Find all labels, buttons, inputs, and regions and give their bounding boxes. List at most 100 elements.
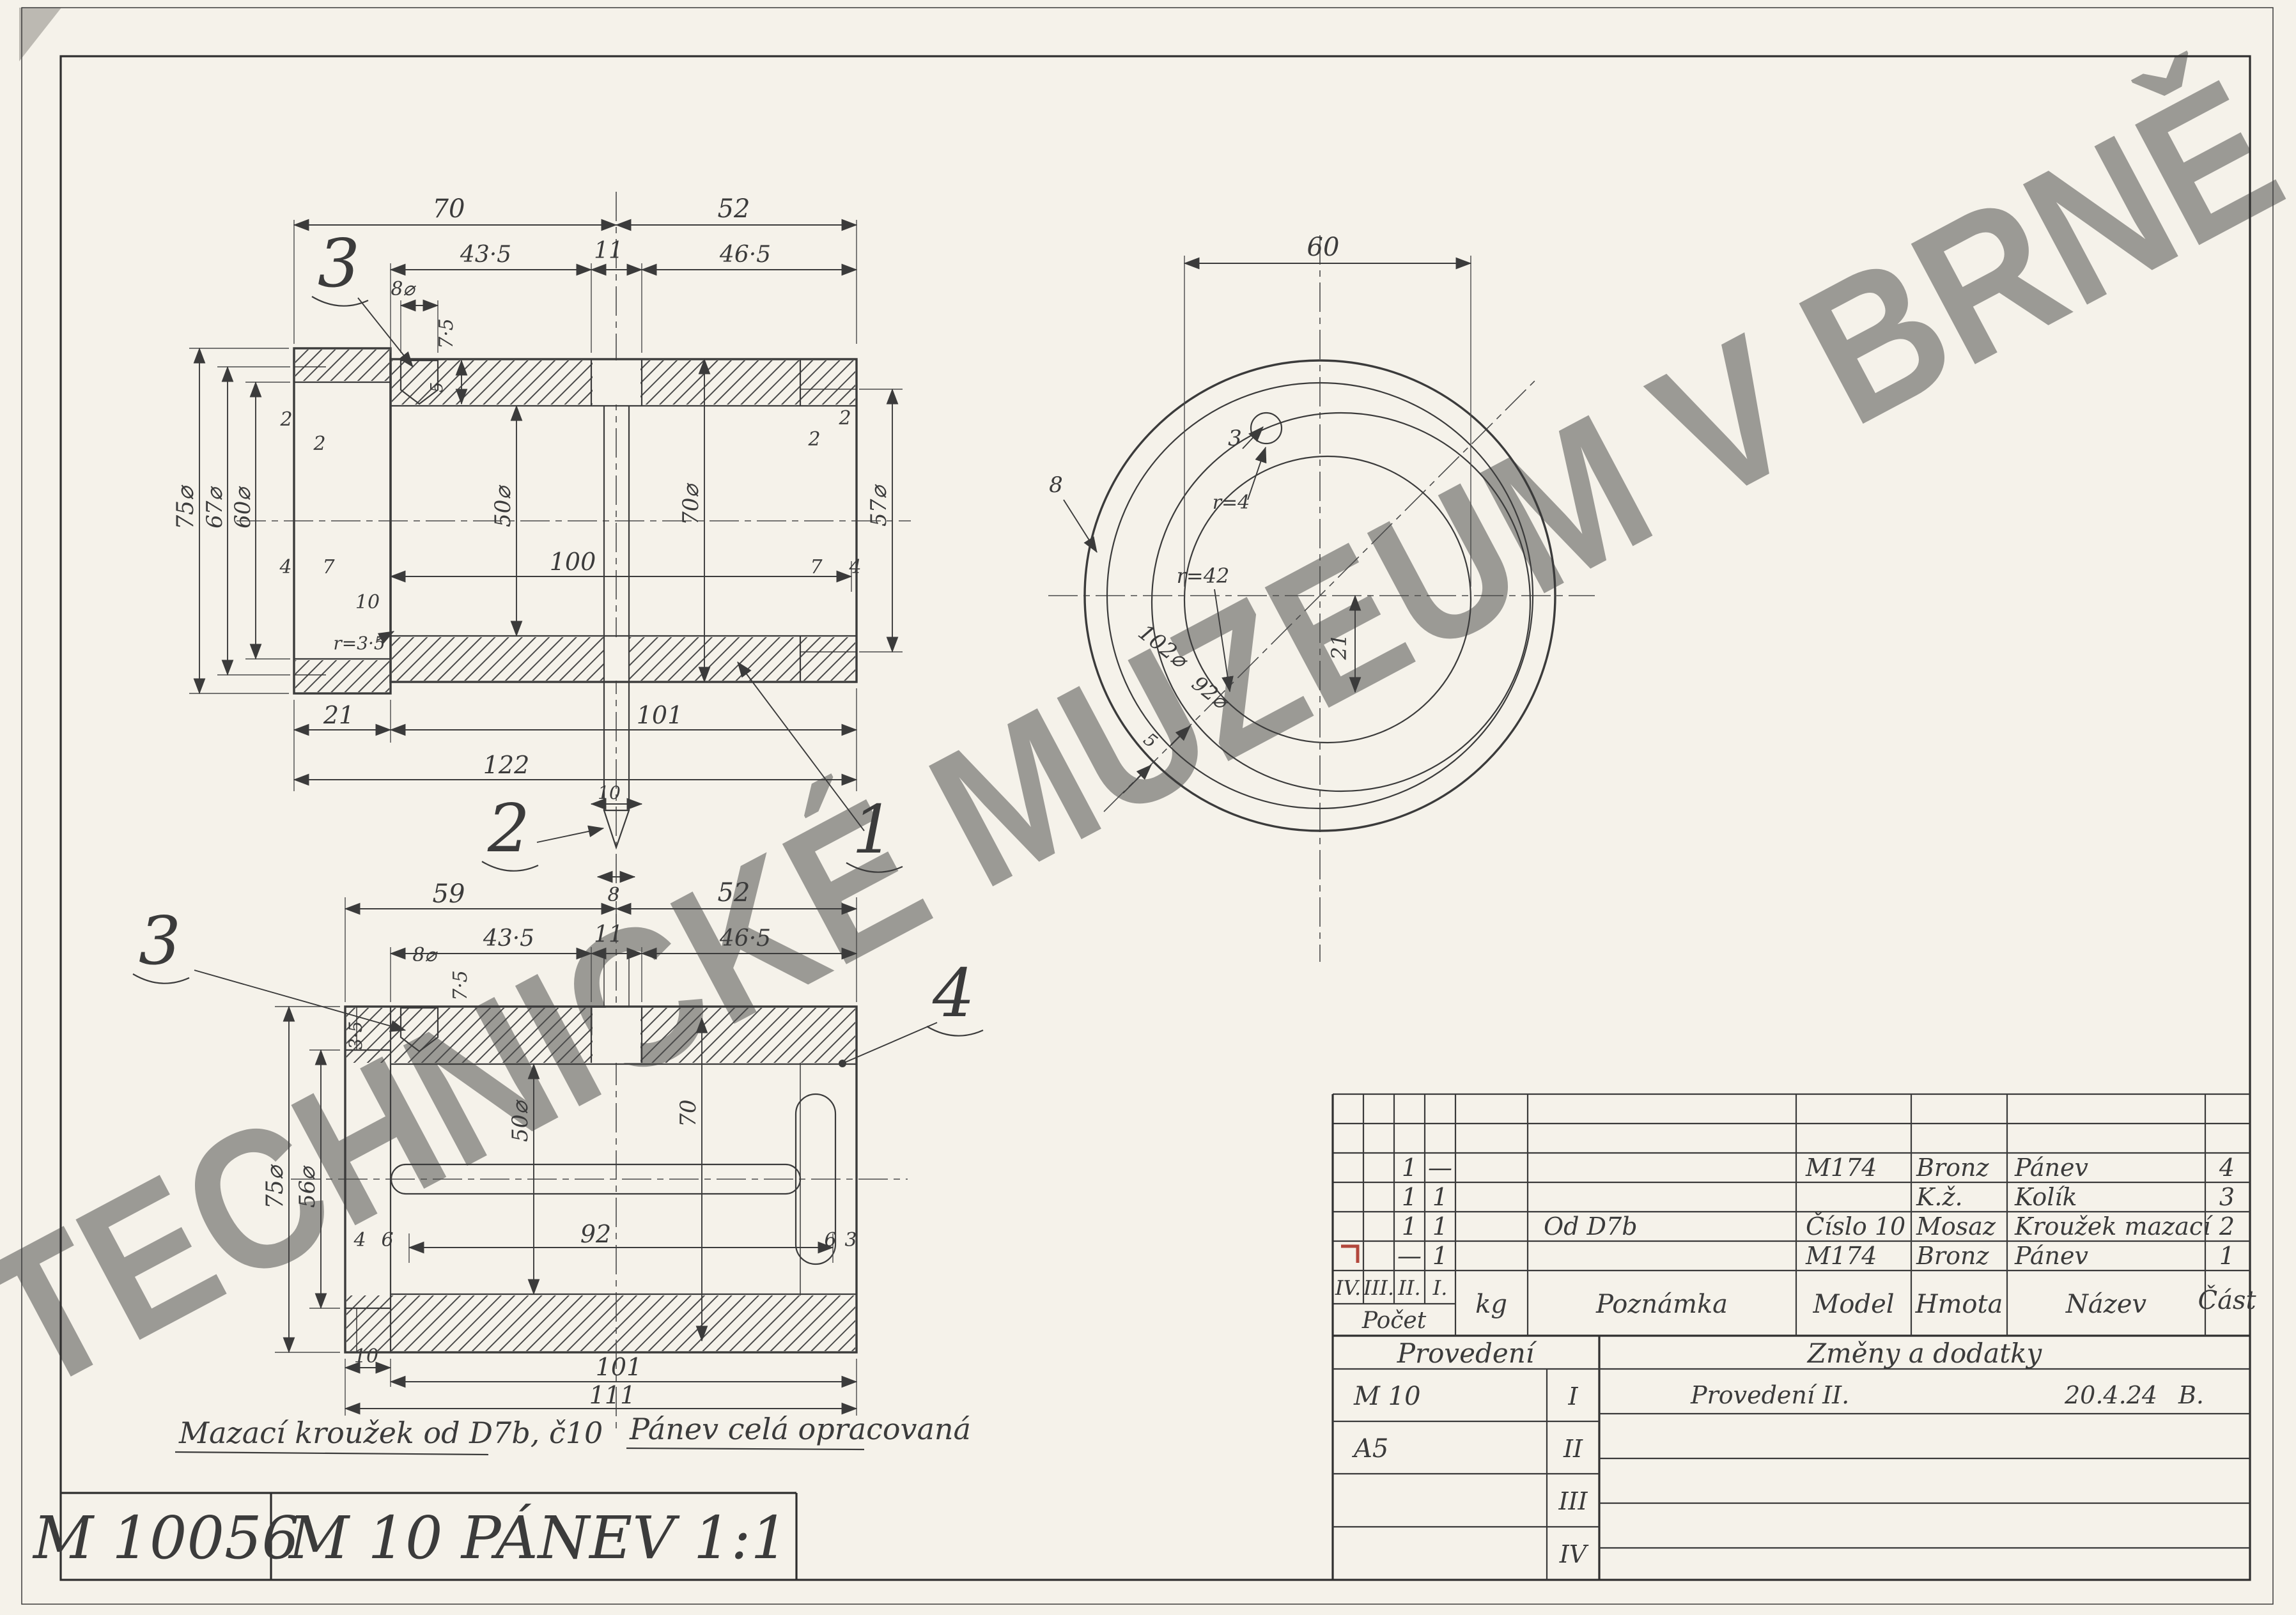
dimension-label: 56⌀: [295, 1165, 320, 1208]
parts-table: IV. III. II. I. Počet kg Poznámka Model …: [1331, 1093, 2256, 1580]
change-signature: B.: [2178, 1381, 2204, 1409]
dimension-label: 6: [381, 1229, 393, 1251]
cell-hmota: Bronz: [1916, 1242, 1989, 1270]
provedeni-value: M 10: [1353, 1382, 1421, 1411]
changes-header: Změny a dodatky: [1806, 1338, 2043, 1369]
dimension-label: 75⌀: [173, 484, 199, 530]
cell-count-i: —: [1428, 1154, 1452, 1182]
dimension-label: 46·5: [719, 242, 771, 268]
cell-hmota: Bronz: [1916, 1154, 1989, 1182]
dimension-label: 50⌀: [508, 1099, 533, 1142]
provedeni-table: Provedení M 10 I A5 II III IV: [1333, 1336, 2250, 1580]
cell-nazev: Kolík: [2014, 1183, 2077, 1211]
cell-nazev: Pánev: [2014, 1242, 2088, 1270]
dimension-label: 6: [824, 1229, 836, 1251]
dimension-label: r=42: [1177, 564, 1230, 588]
note-oil-ring: Mazací kroužek od D7b, č10: [178, 1416, 603, 1450]
provedeni-numeral: IV: [1559, 1540, 1589, 1568]
dimension-label: 60: [1307, 233, 1340, 262]
dimension-label: 43·5: [460, 242, 511, 268]
parts-row: 1 — M174 Bronz Pánev 4: [1402, 1154, 2235, 1182]
header-model: Model: [1812, 1290, 1894, 1319]
dimension-label: 7: [322, 556, 335, 578]
cell-count-i: 1: [1432, 1212, 1448, 1240]
view-end-circular: [1048, 235, 1595, 962]
item-number-3: 3: [139, 902, 181, 980]
red-pencil-mark: [1341, 1244, 1360, 1263]
item-number-underline: [846, 862, 903, 873]
header-poznamka: Poznámka: [1595, 1290, 1728, 1319]
drawing-notes: Mazací kroužek od D7b, č10 Pánev celá op…: [175, 1412, 971, 1456]
item-number-underline: [132, 973, 190, 984]
dimension-label: 8⌀: [391, 278, 416, 300]
cell-count-i: 1: [1432, 1183, 1448, 1211]
dimension-label: 2: [838, 407, 851, 429]
dimension-label: 3: [844, 1229, 857, 1251]
provedeni-numeral: II: [1563, 1435, 1583, 1463]
dimension-label: 101: [596, 1353, 642, 1381]
cell-count-ii: 1: [1402, 1212, 1417, 1240]
dimension-label: 46·5: [719, 925, 771, 952]
dimension-label: 3·5: [345, 1021, 366, 1050]
changes-table: Změny a dodatky Provedení II. 20.4.24 B.: [1599, 1338, 2250, 1549]
count-col-iii: III.: [1363, 1276, 1394, 1300]
dimension-label: 2: [807, 428, 820, 451]
dimension-label: 4: [848, 556, 861, 578]
cell-nazev: Pánev: [2014, 1154, 2088, 1182]
dimension-label: 11: [594, 238, 623, 264]
item-number-3: 3: [318, 224, 360, 302]
dimension-label: 8: [607, 884, 619, 906]
cell-model: M174: [1805, 1242, 1877, 1270]
item-number-underline: [926, 1026, 984, 1037]
view-cross-section: [194, 897, 938, 1428]
drawing-title: M 10 PÁNEV 1:1: [288, 1504, 788, 1572]
title-block: M 10056 M 10 PÁNEV 1:1: [32, 1492, 798, 1580]
parts-row: 1 1 K.ž. Kolík 3: [1402, 1183, 2235, 1211]
dimension-label: 3: [1228, 426, 1242, 451]
cell-cast: 4: [2219, 1154, 2235, 1182]
sheet-frame: [21, 7, 2274, 1605]
dimension-label: 52: [718, 878, 750, 908]
dimension-label: 10: [355, 591, 380, 614]
provedeni-numeral: I: [1567, 1382, 1578, 1410]
item-number-4: 4: [932, 954, 975, 1032]
dimension-label: 100: [550, 548, 596, 576]
provedeni-value: A5: [1351, 1434, 1388, 1464]
cell-count-ii: 1: [1402, 1183, 1417, 1211]
dimension-label: 92: [580, 1220, 611, 1248]
view-longitudinal-section: [189, 192, 911, 923]
cell-model: Číslo 10: [1806, 1212, 1905, 1240]
dimension-label: 7·5: [435, 318, 458, 349]
pin-tip: [603, 809, 630, 850]
drawing-number: M 10056: [32, 1504, 299, 1572]
item-number-1: 1: [852, 791, 894, 869]
dimension-label: 4: [279, 556, 291, 578]
dimension-label: 7·5: [449, 970, 472, 1001]
dimension-label: 101: [637, 701, 683, 729]
cell-count-ii: 1: [1402, 1154, 1417, 1182]
dimension-label: 122: [483, 751, 530, 779]
dimension-label: 111: [589, 1381, 636, 1409]
item-number-2: 2: [487, 789, 530, 867]
dimension-label: 67⌀: [202, 486, 228, 529]
parts-row: — 1 M174 Bronz Pánev 1: [1397, 1242, 2235, 1270]
cell-poznamka: Od D7b: [1544, 1212, 1638, 1240]
header-hmota: Hmota: [1915, 1290, 2003, 1319]
cross-hole-slot: [795, 1093, 837, 1265]
scan-corner-artifact: [19, 8, 61, 61]
dimension-label: 8: [1049, 472, 1063, 498]
dimension-label: 8⌀: [412, 944, 438, 966]
dimension-label: 21: [323, 701, 354, 729]
dimension-label: 43·5: [483, 925, 534, 952]
cell-count-ii: —: [1397, 1242, 1422, 1270]
change-date: 20.4.24: [2064, 1381, 2157, 1409]
item-number-underline: [481, 861, 539, 872]
dimension-label: r=4: [1213, 491, 1250, 514]
dimension-label: 7: [810, 556, 823, 578]
dimension-label: 75⌀: [262, 1164, 288, 1209]
cell-cast: 1: [2219, 1242, 2235, 1270]
oil-hole-detail: [399, 1007, 439, 1053]
item-number-underline: [311, 296, 369, 307]
